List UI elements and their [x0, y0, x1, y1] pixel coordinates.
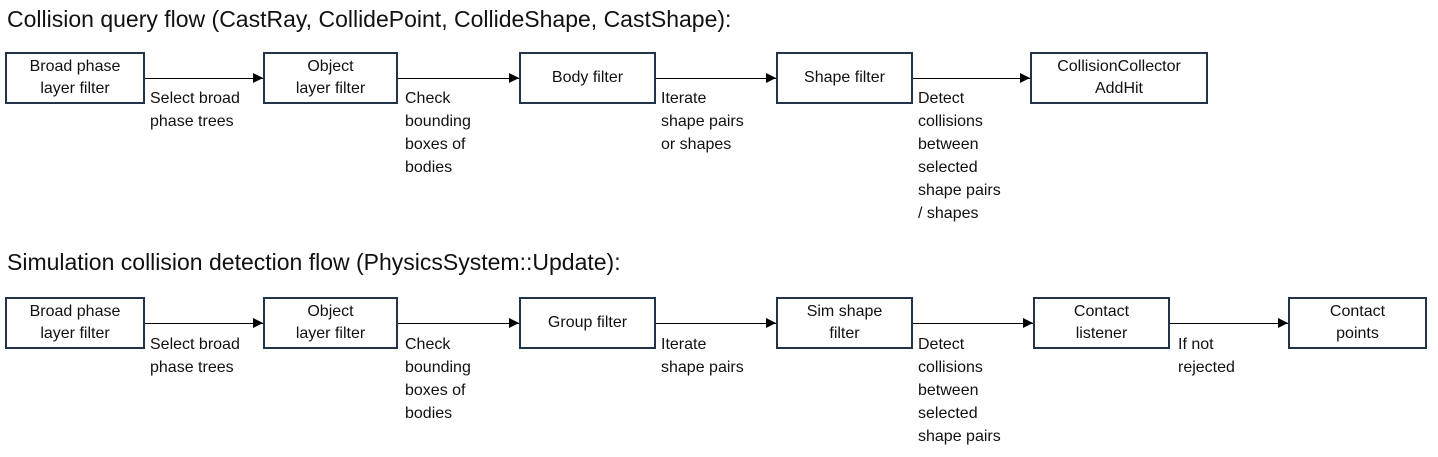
flow2-title: Simulation collision detection flow (Phy…	[7, 249, 621, 275]
flow1-node-body-filter: Body filter	[519, 52, 656, 104]
flow2-edge-label-iterate-shape-pairs: Iterate shape pairs	[661, 336, 744, 376]
flow2-node-broad-phase-layer-filter: Broad phase layer filter	[5, 297, 145, 349]
flow1-edge-label-detect-collisions: Detect collisions between selected shape…	[918, 90, 1001, 222]
flow2-edge-label-detect-collisions: Detect collisions between selected shape…	[918, 336, 1001, 445]
flow2-arrow-4	[913, 318, 1033, 328]
flow2-node-group-filter: Group filter	[519, 297, 656, 349]
flow2-arrow-2	[398, 318, 519, 328]
flow2-node-object-layer-filter: Object layer filter	[263, 297, 398, 349]
flow1-node-collisioncollector-addhit: CollisionCollector AddHit	[1030, 52, 1208, 104]
flow1-arrow-3	[656, 73, 776, 83]
flow1-arrow-2	[398, 73, 519, 83]
flow1-arrow-1	[145, 73, 263, 83]
flow1-title: Collision query flow (CastRay, CollidePo…	[7, 6, 732, 32]
flow1-edge-label-select-broad-phase-trees: Select broad phase trees	[150, 90, 240, 130]
flow1-arrow-4	[913, 73, 1030, 83]
flow1-edge-label-iterate-shape-pairs: Iterate shape pairs or shapes	[661, 90, 744, 153]
flow2-arrow-5	[1170, 318, 1288, 328]
flow1-node-shape-filter: Shape filter	[776, 52, 913, 104]
flow2-node-contact-points: Contact points	[1288, 297, 1427, 349]
flow2-edge-label-if-not-rejected: If not rejected	[1178, 336, 1235, 376]
flow1-node-broad-phase-layer-filter: Broad phase layer filter	[5, 52, 145, 104]
flow2-node-contact-listener: Contact listener	[1033, 297, 1170, 349]
flow1-node-object-layer-filter: Object layer filter	[263, 52, 398, 104]
flow2-node-sim-shape-filter: Sim shape filter	[776, 297, 913, 349]
flow2-arrow-3	[656, 318, 776, 328]
flow1-edge-label-check-bounding-boxes: Check bounding boxes of bodies	[405, 90, 471, 176]
flow2-edge-label-check-bounding-boxes: Check bounding boxes of bodies	[405, 336, 471, 422]
flow2-arrow-1	[145, 318, 263, 328]
flow2-edge-label-select-broad-phase-trees: Select broad phase trees	[150, 336, 240, 376]
